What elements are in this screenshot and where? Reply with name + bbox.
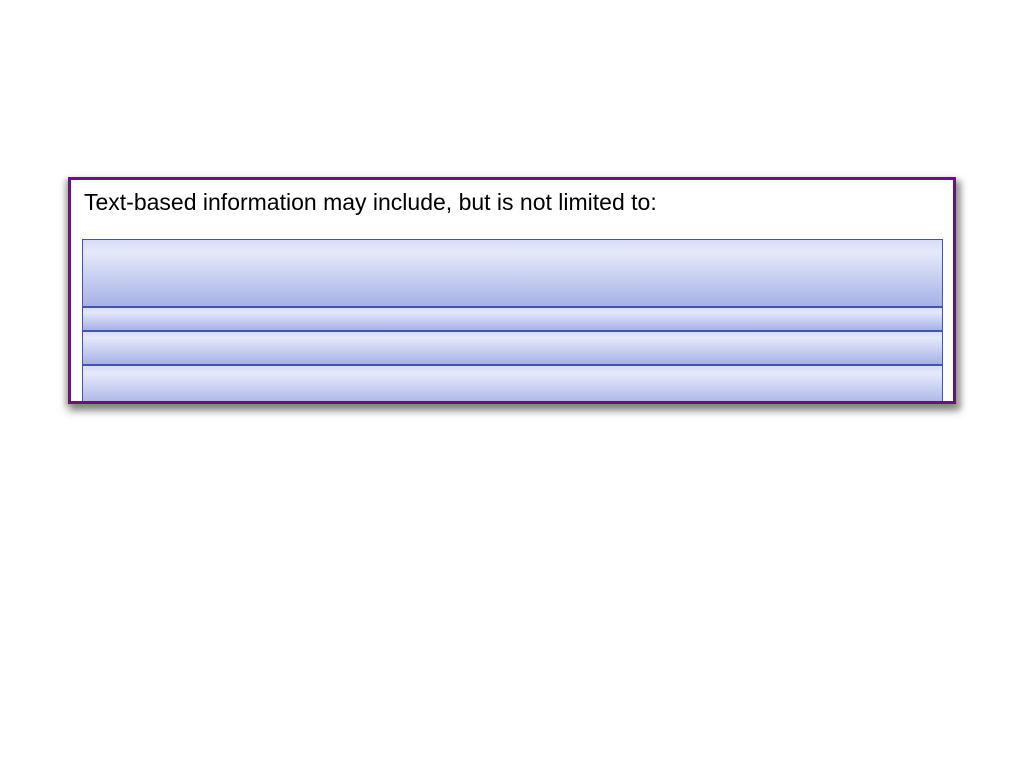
placeholder-bar-3 xyxy=(82,331,943,365)
placeholder-bar-1 xyxy=(82,239,943,307)
placeholder-bar-group xyxy=(82,239,943,401)
panel-title: Text-based information may include, but … xyxy=(84,189,657,215)
placeholder-bar-2 xyxy=(82,307,943,331)
content-panel: Text-based information may include, but … xyxy=(68,177,956,404)
placeholder-bar-4 xyxy=(82,365,943,401)
